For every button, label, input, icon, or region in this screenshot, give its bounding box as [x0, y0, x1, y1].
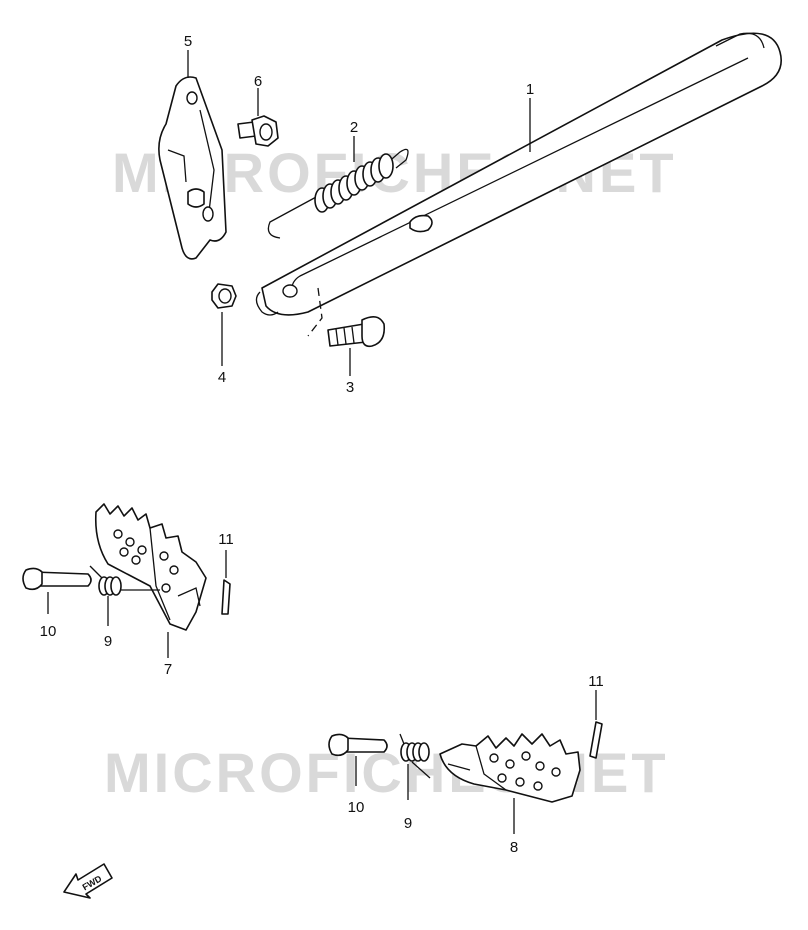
footrest-pin-right — [328, 733, 388, 757]
pivot-bolt — [327, 316, 386, 348]
callout-2: 2 — [350, 119, 358, 136]
leader-3-dashed — [307, 287, 323, 337]
fwd-arrow-icon: FWD — [63, 863, 113, 899]
stand-spring — [267, 148, 409, 239]
cotter-pin-left — [221, 579, 231, 615]
stand-bracket — [158, 76, 227, 260]
callout-5: 5 — [184, 33, 192, 50]
callout-3: 3 — [346, 379, 354, 396]
footrest-pin-left — [22, 567, 92, 591]
footrest-right — [439, 733, 581, 803]
callout-8: 8 — [510, 839, 518, 856]
footrest-left — [94, 503, 207, 631]
callout-11-right: 11 — [588, 673, 604, 690]
callout-9-right: 9 — [404, 815, 412, 832]
callout-11-left: 11 — [218, 531, 234, 548]
callout-1: 1 — [526, 81, 534, 98]
callout-10-left: 10 — [40, 623, 57, 640]
callout-7: 7 — [164, 661, 172, 678]
nut — [211, 283, 237, 309]
callout-9-left: 9 — [104, 633, 112, 650]
callout-6: 6 — [254, 73, 262, 90]
footrest-spring-left — [89, 565, 160, 596]
side-stand-bar — [255, 32, 782, 316]
cotter-pin-right — [589, 721, 603, 759]
footrest-spring-right — [399, 733, 431, 779]
callout-4: 4 — [218, 369, 226, 386]
callout-10-right: 10 — [348, 799, 365, 816]
flange-bolt — [237, 115, 279, 147]
